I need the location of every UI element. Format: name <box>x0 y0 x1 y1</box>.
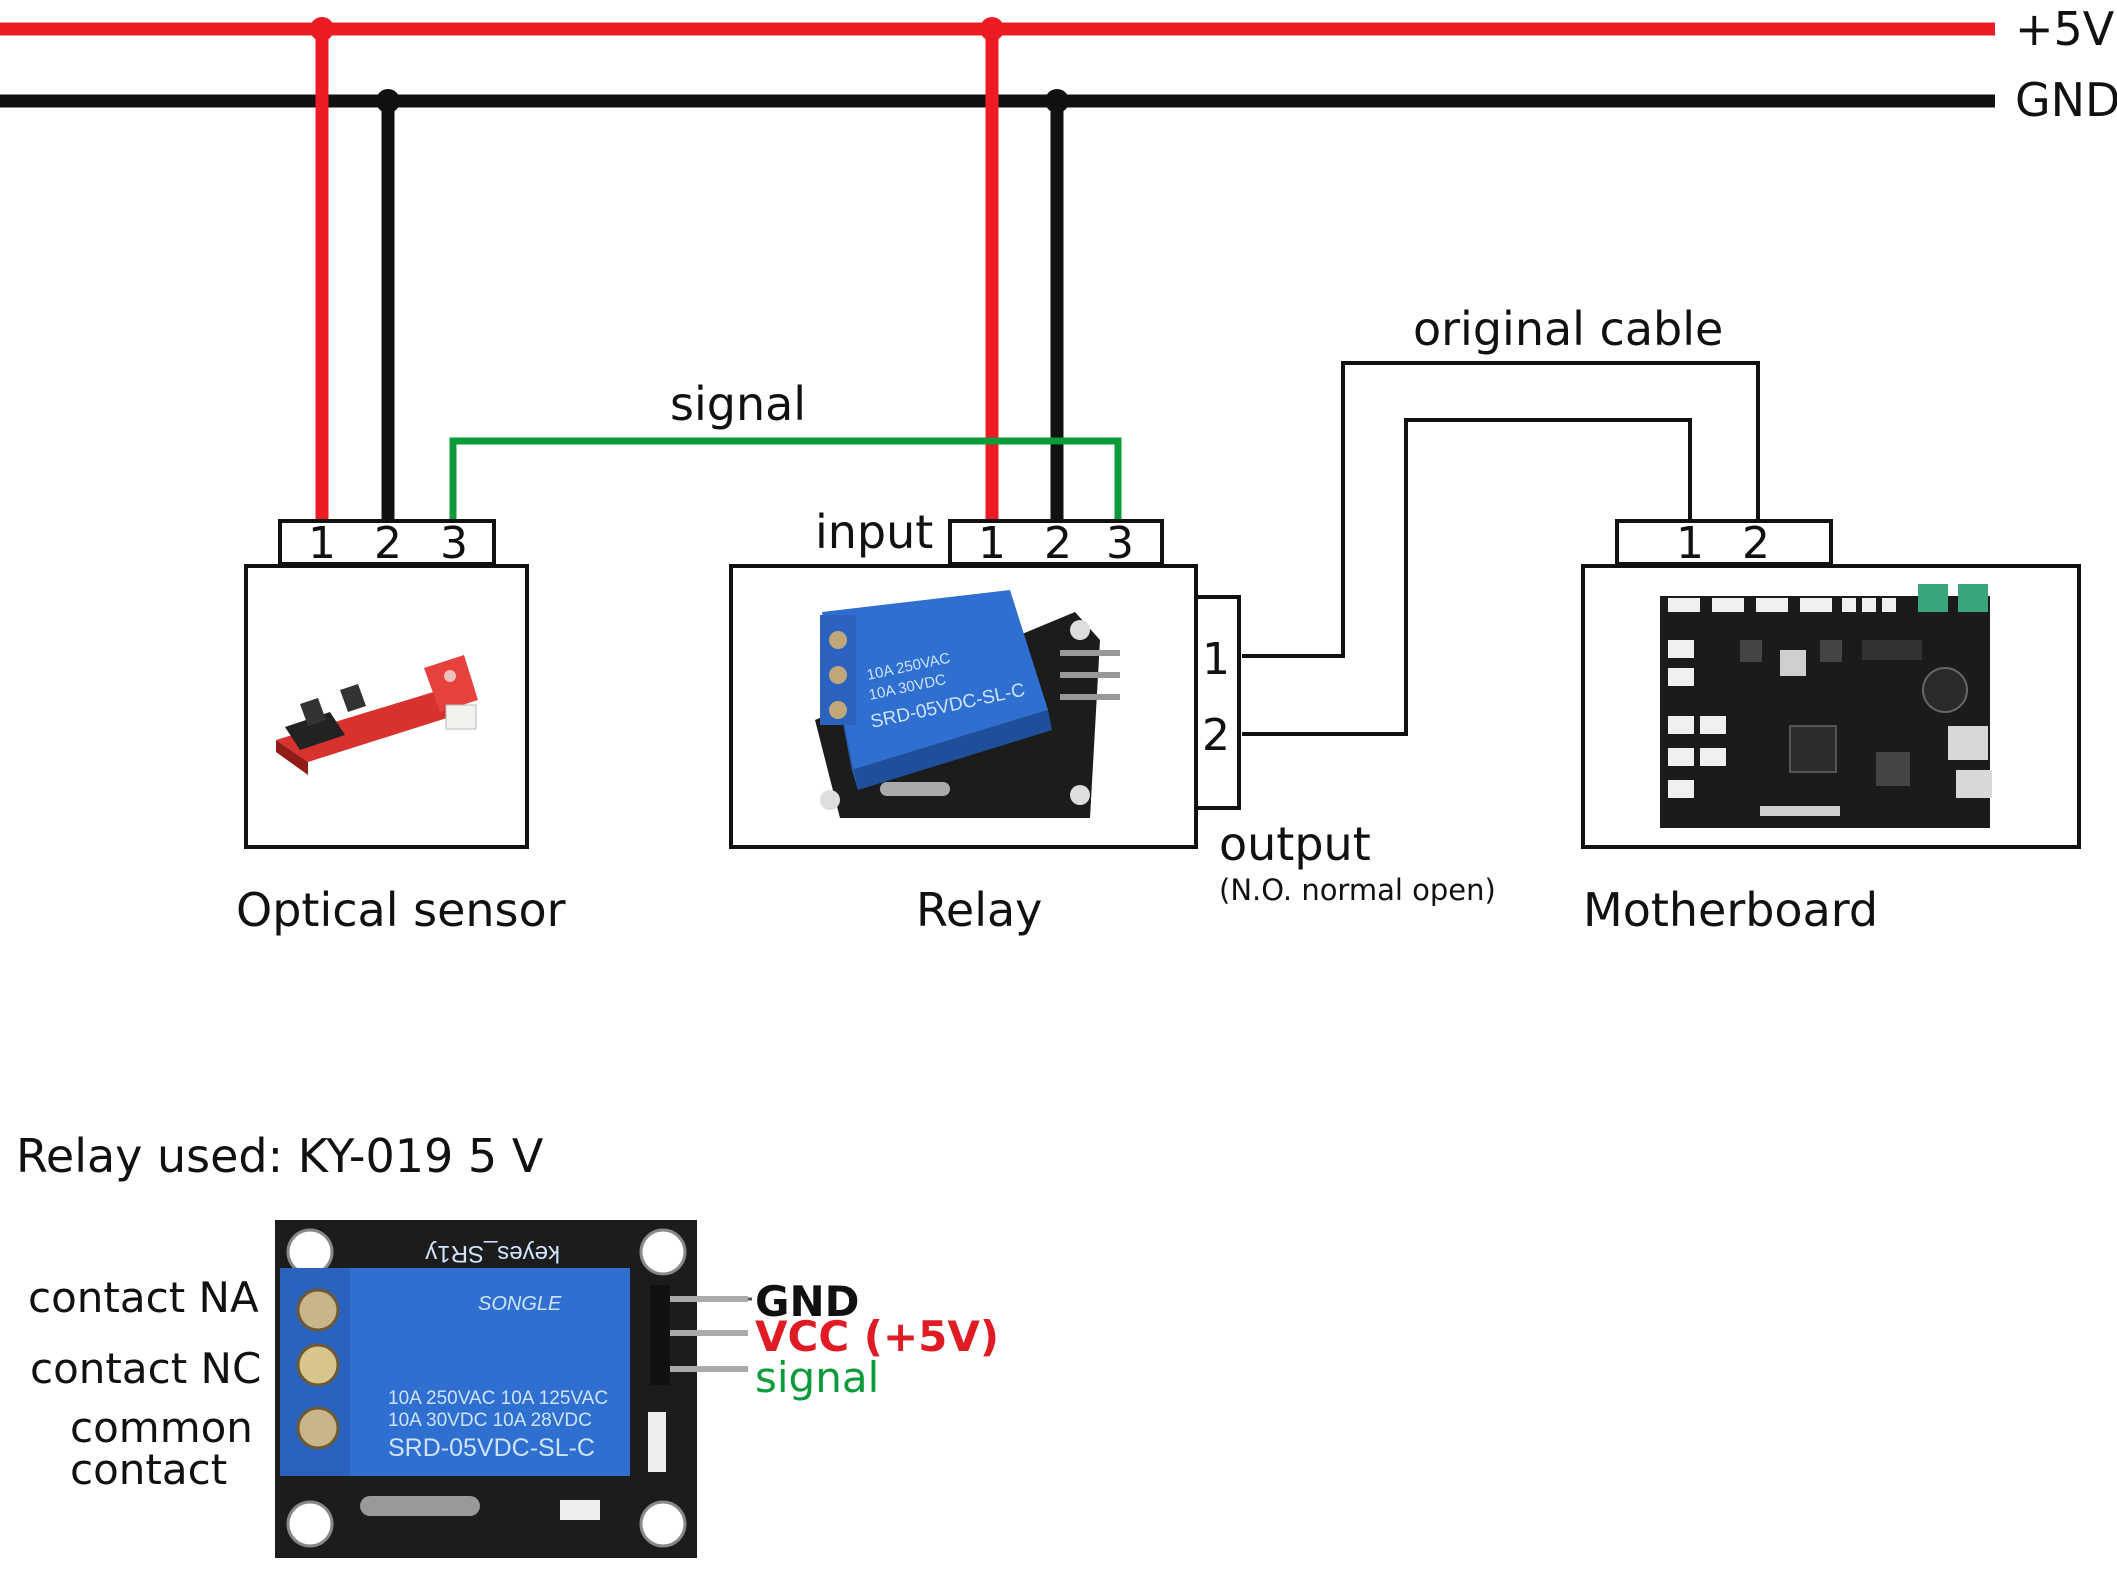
relay-output-note: (N.O. normal open) <box>1219 873 1496 907</box>
motherboard-pin-2: 2 <box>1742 518 1770 569</box>
gnd-label: GND <box>2015 73 2117 127</box>
pin-vcc-label: VCC (+5V) <box>755 1312 999 1361</box>
optical-sensor-label: Optical sensor <box>236 883 566 937</box>
common-contact-label-line1: common <box>70 1403 253 1452</box>
relay-block: input 1 2 3 1 2 10A 250VAC 10A 30VDC SRD… <box>729 505 1496 937</box>
contact-na-label: contact NA <box>28 1273 259 1322</box>
sensor-pin-2: 2 <box>374 518 402 569</box>
relay-input-pin-2: 2 <box>1044 518 1072 569</box>
pin-signal-label: signal <box>755 1353 879 1402</box>
ky019-module-image: keyes_SR1y SONGLE 10A 250VAC 10A 125VAC … <box>275 1220 748 1558</box>
relay-detail-title: Relay used: KY-019 5 V <box>16 1129 544 1183</box>
common-contact-label-line2: contact <box>70 1445 227 1494</box>
original-cable-group: original cable <box>1242 302 1760 736</box>
signal-wire <box>449 437 1122 523</box>
optical-sensor-image <box>276 655 478 775</box>
sensor-pin-3: 3 <box>440 518 468 569</box>
contact-nc-label: contact NC <box>30 1344 261 1393</box>
motherboard-label: Motherboard <box>1583 883 1878 937</box>
relay-label: Relay <box>916 883 1042 937</box>
original-cable-wire-2 <box>1242 418 1692 736</box>
junction-dot <box>1045 89 1069 113</box>
svg-text:SONGLE: SONGLE <box>478 1293 562 1315</box>
relay-output-pin-2: 2 <box>1202 710 1230 761</box>
relay-output-label: output <box>1219 817 1371 871</box>
rail-drops <box>310 17 1069 523</box>
junction-dot <box>980 17 1004 41</box>
relay-input-pin-3: 3 <box>1106 518 1134 569</box>
motherboard-connector <box>1615 519 1833 566</box>
original-cable-label: original cable <box>1413 302 1723 356</box>
signal-wire-label: signal <box>670 377 806 431</box>
signal-wire-group: signal <box>449 377 1122 523</box>
relay-module-image: 10A 250VAC 10A 30VDC SRD-05VDC-SL-C <box>815 590 1120 818</box>
svg-text:10A 250VAC 10A 125VAC: 10A 250VAC 10A 125VAC <box>388 1388 608 1409</box>
optical-sensor-block: 1 2 3 Optical sensor <box>236 518 566 937</box>
svg-text:10A 30VDC 10A 28VDC: 10A 30VDC 10A 28VDC <box>388 1410 592 1431</box>
sensor-pin-1: 1 <box>308 518 336 569</box>
plus5v-label: +5V <box>2015 2 2115 56</box>
svg-text:SRD-05VDC-SL-C: SRD-05VDC-SL-C <box>388 1434 595 1462</box>
original-cable-wire-1 <box>1242 361 1760 658</box>
junction-dot <box>376 89 400 113</box>
junction-dot <box>310 17 334 41</box>
pin-gnd-label: GND <box>755 1277 860 1326</box>
relay-input-pin-1: 1 <box>978 518 1006 569</box>
motherboard-image <box>1660 584 1992 828</box>
relay-input-label: input <box>815 505 933 559</box>
relay-output-connector <box>1194 595 1241 810</box>
relay-input-connector <box>948 519 1164 566</box>
relay-output-pin-1: 1 <box>1202 634 1230 685</box>
svg-text:keyes_SR1y: keyes_SR1y <box>425 1240 560 1267</box>
relay-detail: Relay used: KY-019 5 V keyes_SR1y SONGLE… <box>16 1129 999 1558</box>
motherboard-block: 1 2 <box>1581 518 2081 937</box>
motherboard-pin-1: 1 <box>1676 518 1704 569</box>
